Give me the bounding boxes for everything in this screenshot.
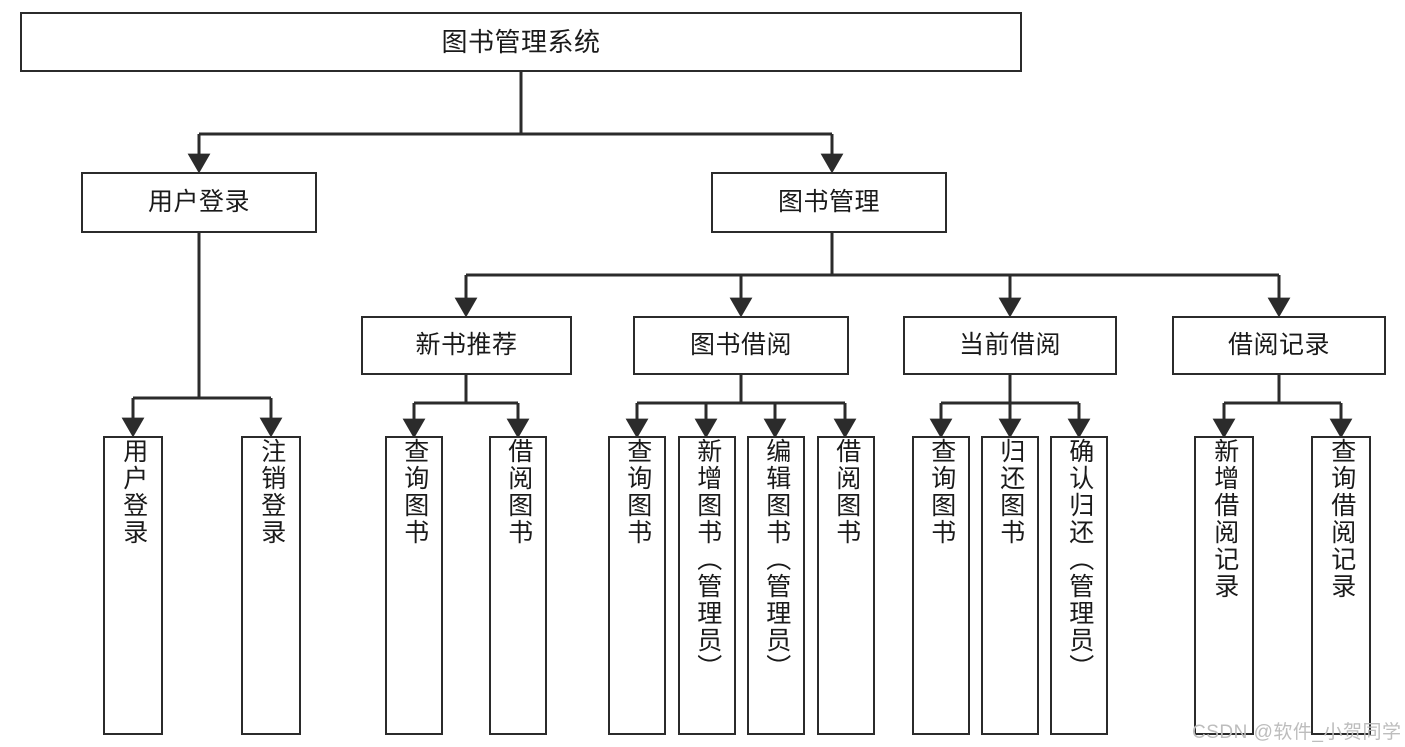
node-label: 图书借阅 xyxy=(689,331,792,359)
leaf-return-book[interactable]: 归还图书 xyxy=(981,436,1039,735)
node-label: 归还图书 xyxy=(996,438,1025,546)
node-label: 借阅图书 xyxy=(832,438,861,546)
leaf-query-book-1[interactable]: 查询图书 xyxy=(385,436,443,735)
leaf-add-record[interactable]: 新增借阅记录 xyxy=(1194,436,1254,735)
leaf-edit-book[interactable]: 编辑图书（管理员） xyxy=(747,436,805,735)
node-label: 注销登录 xyxy=(257,438,286,546)
leaf-borrow-book-2[interactable]: 借阅图书 xyxy=(817,436,875,735)
node-label: 新增借阅记录 xyxy=(1210,438,1239,600)
leaf-borrow-book-1[interactable]: 借阅图书 xyxy=(489,436,547,735)
leaf-user-login[interactable]: 用户登录 xyxy=(103,436,163,735)
node-label: 新增图书（管理员） xyxy=(693,438,722,681)
leaf-query-book-2[interactable]: 查询图书 xyxy=(608,436,666,735)
node-borrow-record[interactable]: 借阅记录 xyxy=(1172,316,1386,375)
node-label: 图书管理系统 xyxy=(441,26,601,57)
node-label: 确认归还（管理员） xyxy=(1065,438,1094,681)
node-label: 用户登录 xyxy=(147,188,250,216)
node-new-book-recommend[interactable]: 新书推荐 xyxy=(361,316,572,375)
node-book-borrow[interactable]: 图书借阅 xyxy=(633,316,849,375)
leaf-confirm-return[interactable]: 确认归还（管理员） xyxy=(1050,436,1108,735)
leaf-user-logout[interactable]: 注销登录 xyxy=(241,436,301,735)
node-label: 查询借阅记录 xyxy=(1327,438,1356,600)
node-label: 图书管理 xyxy=(777,188,880,216)
node-label: 当前借阅 xyxy=(958,331,1061,359)
node-label: 新书推荐 xyxy=(415,331,518,359)
node-root-book-management-system[interactable]: 图书管理系统 xyxy=(20,12,1022,72)
leaf-query-book-3[interactable]: 查询图书 xyxy=(912,436,970,735)
node-label: 用户登录 xyxy=(119,438,148,546)
node-book-management[interactable]: 图书管理 xyxy=(711,172,947,233)
leaf-add-book[interactable]: 新增图书（管理员） xyxy=(678,436,736,735)
leaf-query-record[interactable]: 查询借阅记录 xyxy=(1311,436,1371,735)
node-label: 编辑图书（管理员） xyxy=(762,438,791,681)
node-current-borrow[interactable]: 当前借阅 xyxy=(903,316,1117,375)
node-label: 查询图书 xyxy=(623,438,652,546)
node-label: 查询图书 xyxy=(400,438,429,546)
node-label: 查询图书 xyxy=(927,438,956,546)
node-user-login[interactable]: 用户登录 xyxy=(81,172,317,233)
node-label: 借阅图书 xyxy=(504,438,533,546)
node-label: 借阅记录 xyxy=(1227,331,1330,359)
